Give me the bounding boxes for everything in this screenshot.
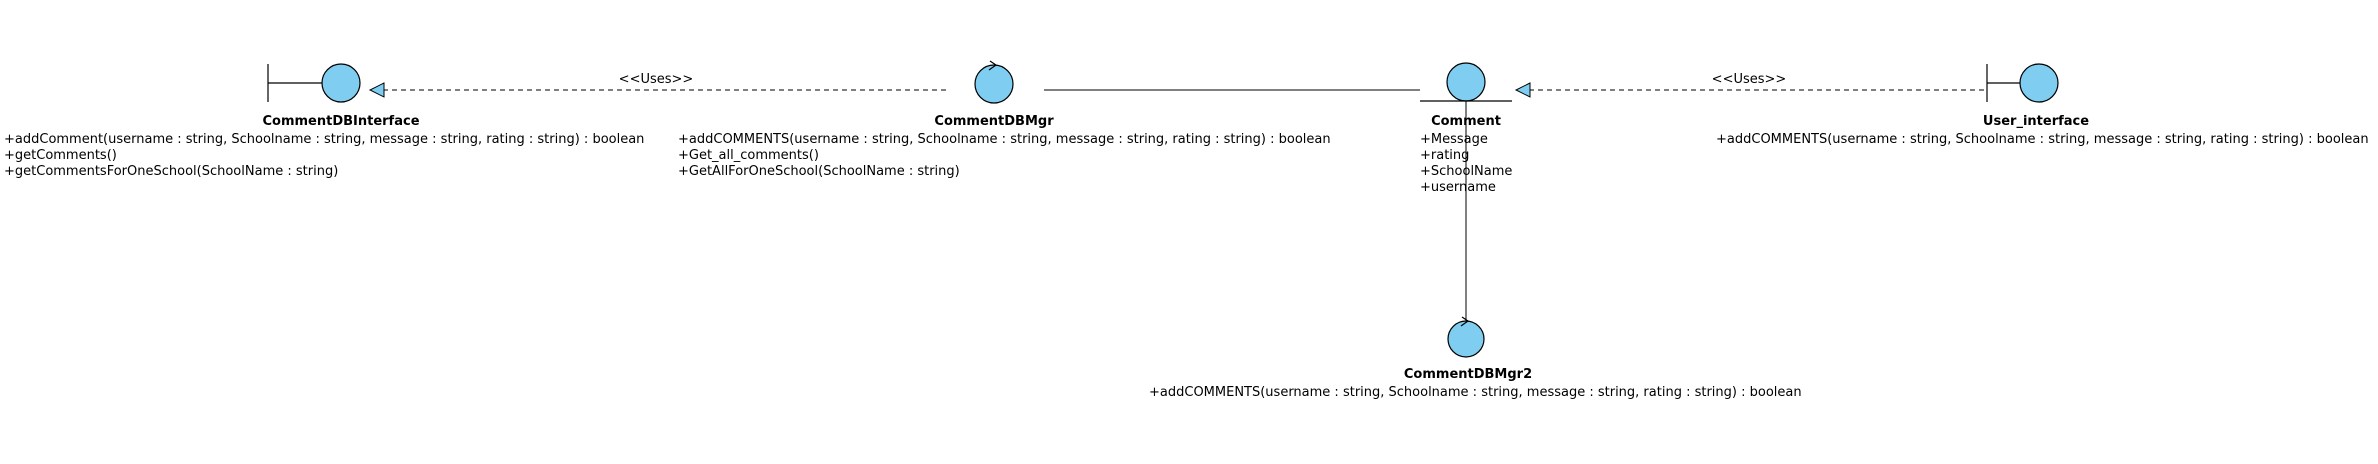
operation-item[interactable]: +addCOMMENTS(username : string, Schoolna… — [1716, 132, 2369, 147]
operations-userinterface: +addCOMMENTS(username : string, Schoolna… — [1716, 132, 2369, 148]
class-name-commentdbmgr[interactable]: CommentDBMgr — [934, 114, 1054, 129]
operation-item[interactable]: +addComment(username : string, Schoolnam… — [4, 132, 645, 147]
operation-item[interactable]: +addCOMMENTS(username : string, Schoolna… — [678, 132, 1331, 147]
attribute-item[interactable]: +rating — [1420, 148, 1470, 163]
class-name-commentdbinterface[interactable]: CommentDBInterface — [262, 114, 420, 129]
control-icon-commentdbmgr[interactable] — [974, 60, 1014, 104]
boundary-icon-userinterface[interactable] — [1986, 63, 2059, 103]
attribute-item[interactable]: +Message — [1420, 132, 1488, 147]
relation-uses-dbmgr-to-dbinterface[interactable] — [368, 82, 946, 98]
operations-commentdbinterface: +addComment(username : string, Schoolnam… — [4, 132, 644, 180]
relation-label-uses-1: <<Uses>> — [618, 72, 694, 87]
attribute-item[interactable]: +username — [1420, 180, 1496, 195]
operation-item[interactable]: +Get_all_comments() — [678, 148, 819, 163]
boundary-icon-commentdbinterface[interactable] — [267, 63, 361, 103]
class-name-comment[interactable]: Comment — [1431, 114, 1501, 129]
entity-icon-comment[interactable] — [1420, 62, 1512, 102]
control-icon-commentdbmgr2[interactable] — [1447, 316, 1485, 358]
attributes-comment: +Message +rating +SchoolName +username — [1420, 132, 1512, 196]
class-name-userinterface[interactable]: User_interface — [1982, 114, 2090, 129]
operation-item[interactable]: +getCommentsForOneSchool(SchoolName : st… — [4, 164, 339, 179]
relation-label-uses-2: <<Uses>> — [1711, 72, 1787, 87]
attribute-item[interactable]: +SchoolName — [1420, 164, 1513, 179]
operations-commentdbmgr2: +addCOMMENTS(username : string, Schoolna… — [1149, 385, 1802, 401]
class-name-commentdbmgr2[interactable]: CommentDBMgr2 — [1403, 367, 1533, 382]
operation-item[interactable]: +getComments() — [4, 148, 117, 163]
operation-item[interactable]: +GetAllForOneSchool(SchoolName : string) — [678, 164, 960, 179]
operations-commentdbmgr: +addCOMMENTS(username : string, Schoolna… — [678, 132, 1331, 180]
operation-item[interactable]: +addCOMMENTS(username : string, Schoolna… — [1149, 385, 1802, 400]
relation-uses-userinterface-to-comment[interactable] — [1514, 82, 1984, 98]
